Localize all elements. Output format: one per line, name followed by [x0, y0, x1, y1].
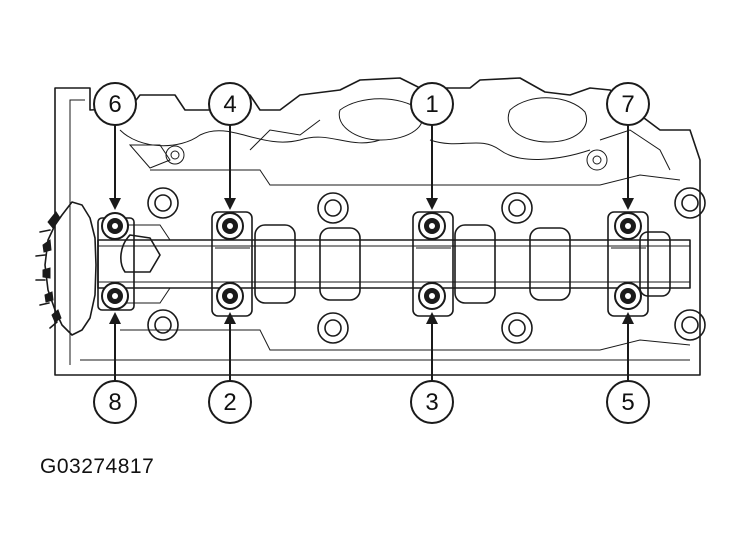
head-bolts — [147, 145, 706, 344]
cylinder-head-outline — [54, 77, 701, 376]
callout-5: 5 — [606, 282, 650, 424]
callout-arrow-1 — [426, 198, 438, 210]
callout-arrow-7 — [622, 198, 634, 210]
callouts: 6 4 1 7 8 2 3 5 — [93, 82, 650, 424]
callout-number-3: 3 — [425, 389, 438, 416]
callout-number-2: 2 — [223, 389, 236, 416]
bolt-5 — [614, 282, 642, 310]
bolt-4 — [216, 212, 244, 240]
bolt-2 — [216, 282, 244, 310]
callout-number-4: 4 — [223, 91, 236, 118]
cam-sprocket — [35, 201, 97, 336]
bolt-8 — [101, 282, 129, 310]
callout-number-1: 1 — [425, 91, 438, 118]
bearing-caps — [97, 211, 649, 317]
callout-4: 4 — [208, 82, 252, 240]
bolt-1 — [418, 212, 446, 240]
bolt-6 — [101, 212, 129, 240]
callout-arrow-2 — [224, 312, 236, 324]
callout-1: 1 — [410, 82, 454, 240]
callout-7: 7 — [606, 82, 650, 240]
callout-number-5: 5 — [621, 389, 634, 416]
callout-2: 2 — [208, 282, 252, 424]
callout-arrow-6 — [109, 198, 121, 210]
callout-6: 6 — [93, 82, 137, 240]
camshaft — [97, 224, 691, 304]
callout-number-8: 8 — [108, 389, 121, 416]
callout-3: 3 — [410, 282, 454, 424]
callout-number-6: 6 — [108, 91, 121, 118]
bolt-7 — [614, 212, 642, 240]
callout-arrow-4 — [224, 198, 236, 210]
bolt-3 — [418, 282, 446, 310]
figure-id: G03274817 — [40, 455, 155, 478]
callout-arrow-3 — [426, 312, 438, 324]
callout-arrow-5 — [622, 312, 634, 324]
callout-number-7: 7 — [621, 91, 634, 118]
callout-arrow-8 — [109, 312, 121, 324]
callout-8: 8 — [93, 282, 137, 424]
